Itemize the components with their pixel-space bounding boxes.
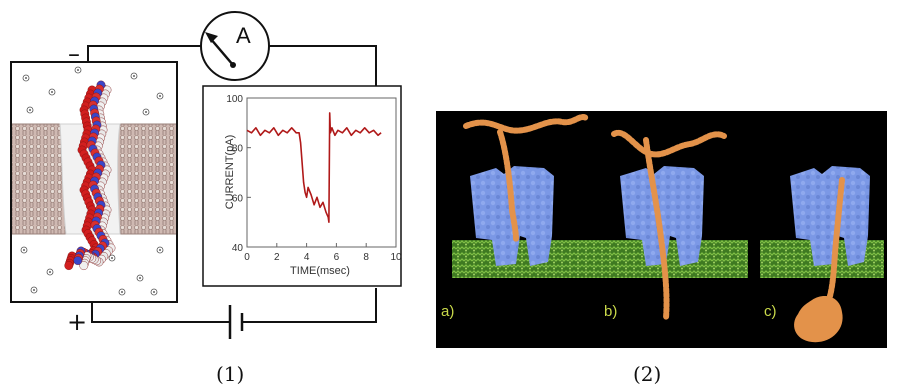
- ion-charge-dot: [121, 291, 123, 293]
- y-tick-label: 40: [232, 243, 244, 254]
- dna-b-tail: [611, 129, 727, 158]
- ion-charge-dot: [159, 249, 161, 251]
- plot-area: [246, 97, 397, 248]
- arrow-head-icon: [205, 32, 218, 43]
- ammeter: A: [200, 11, 270, 81]
- y-tick-label: 100: [226, 94, 243, 105]
- ion-charge-dot: [25, 77, 27, 79]
- x-ticks: 0 2 4 6 8 10: [244, 243, 402, 263]
- x-tick-label: 6: [334, 252, 340, 263]
- circuit-diagram: A – +: [67, 11, 377, 339]
- plus-sign: +: [67, 308, 87, 336]
- caption-panel-1: (1): [216, 362, 245, 386]
- y-tick-label: 80: [232, 144, 244, 155]
- x-tick-label: 4: [304, 252, 310, 263]
- current-trace-inset: 0 2 4 6 8 10 40 60 80 100 TIME(msec) CURRENT(pA): [202, 85, 402, 287]
- chart-series: [246, 112, 382, 223]
- ion-charge-dot: [153, 291, 155, 293]
- battery: [228, 305, 244, 339]
- ion-charge-dot: [49, 271, 51, 273]
- ammeter-symbol: A: [236, 23, 251, 48]
- dna-strand: [64, 80, 116, 270]
- snapshot-c: c): [760, 166, 884, 343]
- x-tick-label: 0: [244, 252, 250, 263]
- ion-charge-dot: [133, 75, 135, 77]
- label-a: a): [441, 303, 454, 320]
- dna-bead: [79, 261, 89, 270]
- dna-b-insert: [643, 137, 670, 321]
- y-axis-label: CURRENT(pA): [224, 135, 236, 210]
- inset-frame: [202, 85, 402, 287]
- x-axis-label: TIME(msec): [290, 265, 350, 277]
- ion-charge-dot: [111, 257, 113, 259]
- ion-charge-dot: [33, 289, 35, 291]
- simulation-snapshots: a) b) c): [436, 111, 887, 348]
- ion-charge-dot: [51, 91, 53, 93]
- ion-charge-dot: [23, 249, 25, 251]
- dna-a-tail: [463, 114, 589, 134]
- y-tick-label: 60: [232, 193, 244, 204]
- ion-charge-dot: [77, 69, 79, 71]
- dna-a-insert: [497, 129, 519, 243]
- dna-bead: [73, 256, 83, 265]
- y-ticks: 40 60 80 100: [226, 94, 251, 254]
- protein-c: [790, 166, 870, 266]
- x-tick-label: 2: [274, 252, 280, 263]
- ion-charge-dot: [139, 277, 141, 279]
- snapshot-a: a): [441, 114, 600, 320]
- protein-b: [620, 166, 704, 266]
- x-tick-label: 8: [363, 252, 369, 263]
- current-trace-line: [246, 112, 382, 223]
- ion-charge-dot: [145, 111, 147, 113]
- dna-bead: [64, 261, 74, 270]
- wire-right-lower: [243, 288, 377, 323]
- ammeter-needle: [209, 37, 234, 66]
- caption-panel-2: (2): [633, 362, 662, 386]
- dna-c-insert: [827, 177, 845, 299]
- needle-pivot: [230, 62, 236, 68]
- snapshot-b: b): [600, 129, 748, 321]
- label-b: b): [604, 303, 617, 320]
- membrane-a: [452, 240, 600, 278]
- x-tick-label: 10: [390, 252, 402, 263]
- ion-charge-dot: [159, 95, 161, 97]
- wire-top-right: [268, 45, 377, 86]
- membrane-b: [600, 240, 748, 278]
- label-c: c): [764, 303, 777, 320]
- ion-charge-dot: [29, 109, 31, 111]
- dna-c-coil: [794, 296, 843, 343]
- ammeter-circle: [200, 11, 270, 81]
- nanopore-cell: [10, 61, 178, 303]
